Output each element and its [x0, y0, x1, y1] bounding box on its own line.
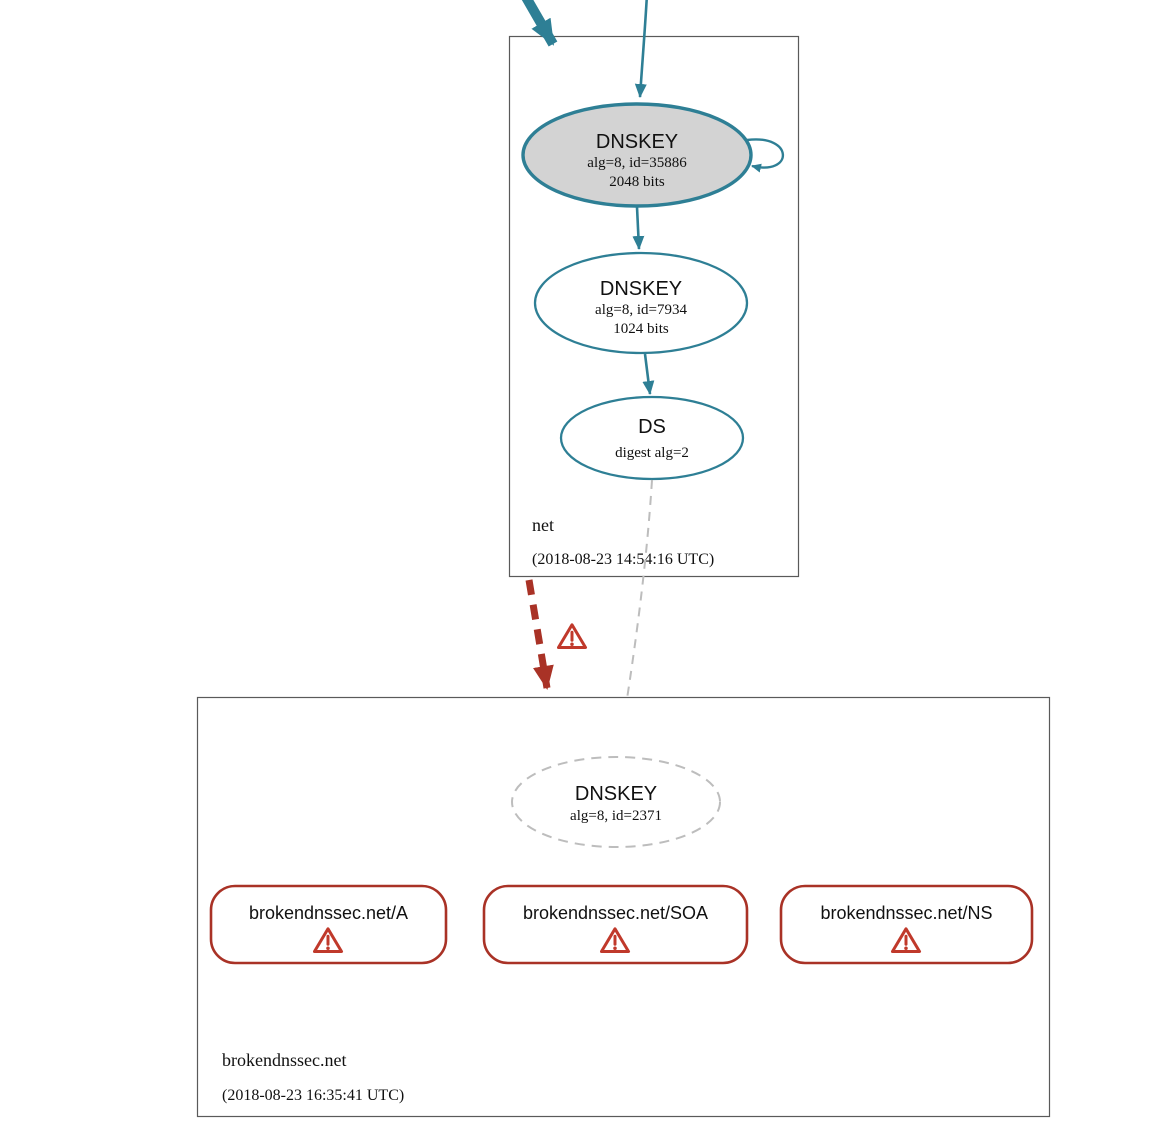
ds-label: DS	[638, 416, 666, 438]
rrset-ns-label: brokendnssec.net/NS	[820, 903, 992, 923]
dnskey-2371-label: DNSKEY	[575, 783, 657, 805]
zone-name-net: net	[532, 515, 554, 535]
zone-name-brokendnssec-net: brokendnssec.net	[222, 1050, 346, 1070]
dnskey-to-ds-arrow	[642, 353, 655, 395]
dnskey-35886-detail: alg=8, id=35886	[587, 155, 687, 171]
dnskey-node-2371[interactable]	[511, 756, 721, 848]
ksk-to-zsk-arrow	[632, 206, 645, 250]
rrset-a-box[interactable]	[209, 884, 448, 965]
rrset-soa-box[interactable]	[482, 884, 749, 965]
zone-timestamp-brokendnssec-net: (2018-08-23 16:35:41 UTC)	[222, 1087, 404, 1104]
dnskey-node-35886[interactable]	[521, 102, 753, 208]
parent-ds-to-dnskey-arrow	[634, 0, 648, 98]
dnskey-node-7934[interactable]	[533, 251, 749, 355]
dnskey-7934-detail: alg=8, id=7934	[595, 302, 687, 318]
ksk-self-sign-loop	[746, 138, 785, 173]
rrset-soa-label: brokendnssec.net/SOA	[523, 903, 708, 923]
bogus-delegation-arrow	[525, 579, 554, 690]
ds-detail: digest alg=2	[615, 445, 689, 461]
rrset-soa-node: brokendnssec.net/SOA	[482, 884, 749, 965]
dnskey-35886-size: 2048 bits	[609, 174, 665, 190]
dnskey-7934-size: 1024 bits	[613, 321, 669, 337]
ds-to-child-dnskey-arrow	[615, 479, 653, 750]
rrset-ns-box[interactable]	[779, 884, 1034, 965]
rrset-a-label: brokendnssec.net/A	[249, 903, 408, 923]
dnskey-7934-label: DNSKEY	[600, 278, 682, 300]
dnskey-35886-label: DNSKEY	[596, 131, 678, 153]
rrset-a-node: brokendnssec.net/A	[209, 884, 448, 965]
rrset-ns-node: brokendnssec.net/NS	[779, 884, 1034, 965]
zone-timestamp-net: (2018-08-23 14:54:16 UTC)	[532, 551, 714, 568]
ds-node[interactable]	[559, 395, 745, 481]
dnskey-2371-detail: alg=8, id=2371	[570, 808, 662, 824]
secure-delegation-arrow	[521, 0, 558, 47]
